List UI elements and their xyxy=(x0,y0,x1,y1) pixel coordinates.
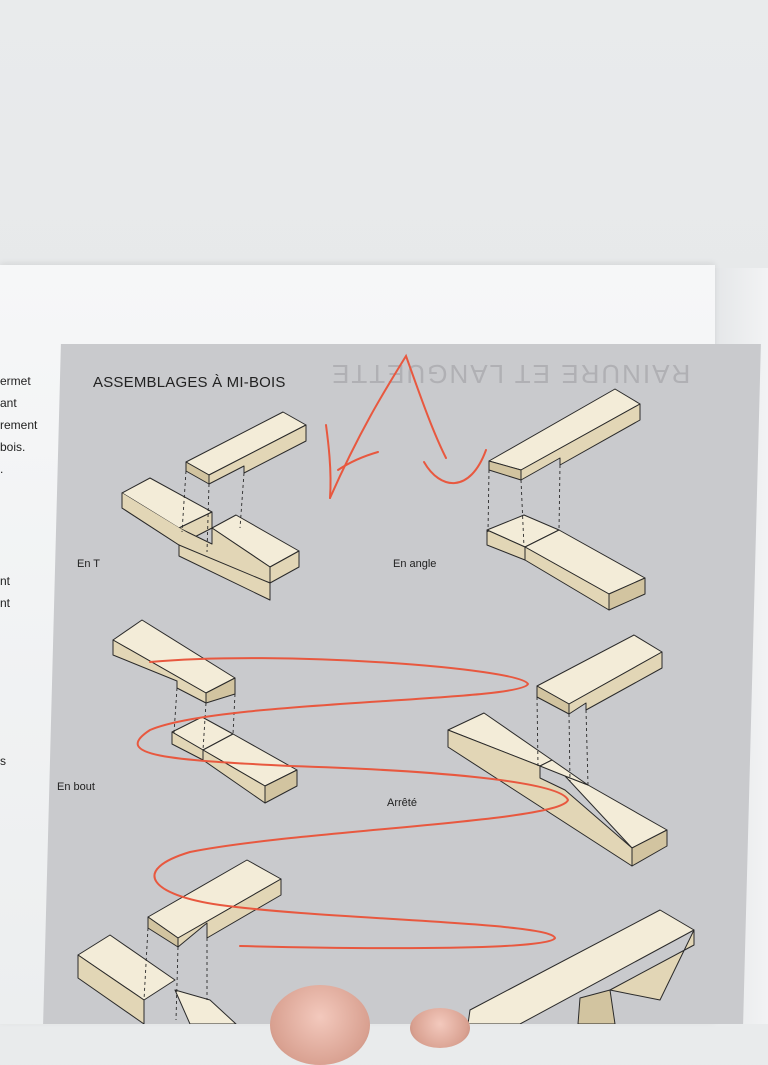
left-fragment: nt xyxy=(0,574,11,588)
en-angle-guides xyxy=(487,464,561,548)
en-t-upper-piece xyxy=(185,411,307,485)
joint-illustrations: .wt { fill:#f3ecd8; stroke:#2a2a2a; stro… xyxy=(77,353,695,1024)
left-column-text: ermet ant rement bois. . nt nt s xyxy=(0,370,50,772)
thumb xyxy=(270,985,370,1065)
red-annotation-arrows xyxy=(325,353,487,499)
left-fragment: . xyxy=(0,462,4,476)
left-fragment: s xyxy=(0,754,6,768)
en-angle-lower-piece xyxy=(486,514,646,611)
section-heading: ASSEMBLAGES À MI-BOIS xyxy=(93,374,286,391)
photo-scene: RAINURE ET LANGUETTE ermet ant rement bo… xyxy=(0,265,768,1065)
label-en-angle: En angle xyxy=(393,558,437,570)
label-en-bout: En bout xyxy=(57,781,95,793)
left-fragment: nt xyxy=(0,596,11,610)
arrete-upper-piece xyxy=(536,634,663,715)
en-bout-lower-piece xyxy=(171,716,298,804)
label-en-t: En T xyxy=(77,558,101,570)
bottom-left-guides xyxy=(143,927,208,1021)
left-fragment: ermet xyxy=(0,374,31,388)
red-annotation-zigzag xyxy=(136,657,570,950)
bottom-left-upper-piece xyxy=(147,859,282,948)
en-t-guides xyxy=(181,470,245,553)
left-fragment: rement xyxy=(0,418,38,432)
en-bout-upper-piece xyxy=(112,619,236,704)
left-fragment: ant xyxy=(0,396,17,410)
arrete-guides xyxy=(536,696,589,786)
left-fragment: bois. xyxy=(0,440,26,454)
finger xyxy=(410,1008,470,1048)
en-angle-upper-piece xyxy=(488,388,641,481)
label-arrete: Arrêté xyxy=(387,797,417,809)
arrete-lower-piece xyxy=(447,712,668,867)
bottom-left-lower-piece xyxy=(77,934,237,1024)
en-t-lower-piece xyxy=(121,477,300,601)
